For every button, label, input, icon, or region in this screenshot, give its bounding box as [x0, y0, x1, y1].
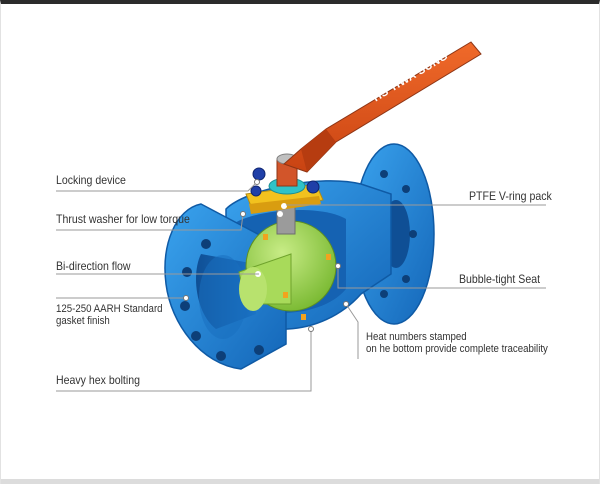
label-locking-device: Locking device	[56, 173, 126, 187]
label-heat-numbers-line1: Heat numbers stamped	[366, 331, 467, 343]
label-bubble-tight-seat: Bubble-tight Seat	[459, 272, 541, 286]
lever-handle	[283, 41, 482, 173]
bottom-bar	[1, 479, 599, 484]
label-gasket-line1: 125-250 AARH Standard	[56, 303, 163, 315]
label-thrust-washer: Thrust washer for low torque	[56, 212, 190, 226]
label-gasket-line2: gasket finish	[56, 315, 110, 327]
seat-rings	[263, 234, 331, 320]
label-heat-numbers-line2: on he bottom provide complete traceabili…	[366, 343, 548, 355]
leader-dots	[183, 179, 349, 332]
label-bi-direction-flow: Bi-direction flow	[56, 259, 131, 273]
label-heat-numbers: Heat numbers stamped on he bottom provid…	[366, 331, 548, 355]
leader-lines	[56, 181, 546, 392]
ball-valve-illustration	[56, 41, 546, 392]
label-heavy-hex-bolting: Heavy hex bolting	[56, 373, 140, 387]
label-ptfe-vring-pack: PTFE V-ring pack	[469, 189, 552, 203]
label-gasket-finish: 125-250 AARH Standard gasket finish	[56, 303, 163, 327]
